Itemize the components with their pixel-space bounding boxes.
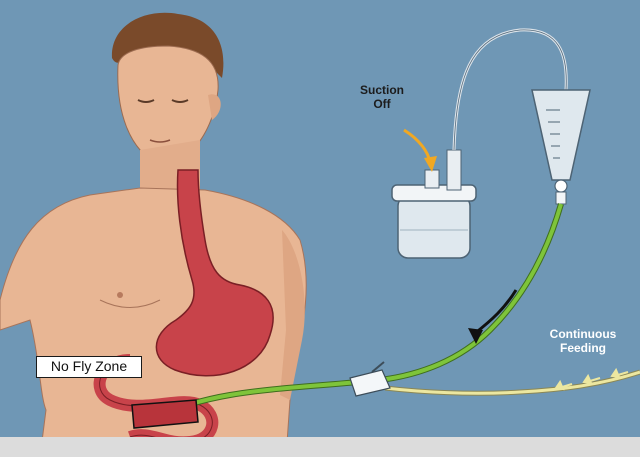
flow-arrow: [468, 290, 516, 344]
bottom-strip: [0, 437, 640, 457]
no-fly-zone-label: No Fly Zone: [36, 356, 142, 378]
feeding-label-line2: Feeding: [536, 341, 630, 355]
feeding-bag-icon: [532, 90, 590, 204]
suction-arrow-shaft: [404, 130, 430, 162]
feeding-arrow-2-head: [584, 376, 591, 383]
suction-arrow: [404, 130, 437, 172]
y-connector-icon: [350, 362, 390, 396]
canister-port: [425, 170, 439, 188]
connector-body: [350, 370, 390, 396]
canister-connector: [447, 150, 461, 190]
nipple-left: [117, 292, 123, 298]
suction-label-line1: Suction: [360, 83, 404, 97]
suction-off-label: Suction Off: [360, 83, 404, 111]
suction-label-line2: Off: [360, 97, 404, 111]
feeding-label-line1: Continuous: [536, 327, 630, 341]
continuous-feeding-label: Continuous Feeding: [536, 327, 630, 355]
feeding-arrow-1-head: [612, 370, 619, 377]
suction-canister-icon: [392, 150, 476, 258]
bag-outlet: [556, 192, 566, 204]
drip-chamber: [555, 180, 567, 192]
canister-body: [398, 196, 470, 258]
feeding-arrow-3-head: [556, 382, 563, 389]
bag-body: [532, 90, 590, 180]
